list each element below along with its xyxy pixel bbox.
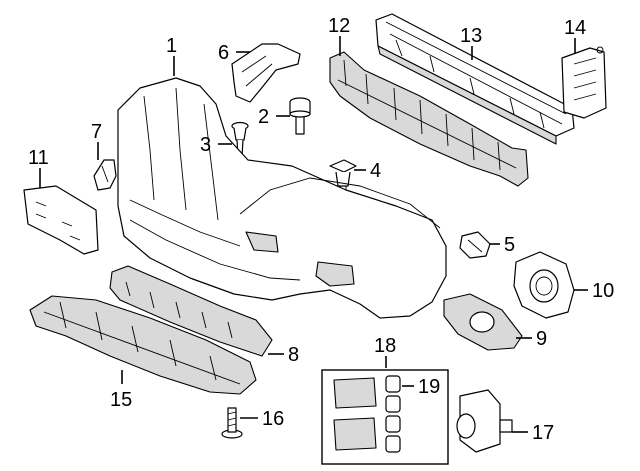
- callout-7: 7: [91, 121, 102, 143]
- callout-4: 4: [370, 160, 381, 182]
- callout-labels: 1 2 3 4 5 6 7 8 9 10 11 12 13 14 15 16 1…: [28, 15, 614, 444]
- part-15-under-cover[interactable]: [29, 295, 257, 395]
- part-18-kit-box[interactable]: [321, 369, 449, 465]
- leader-lines: [39, 36, 588, 433]
- part-13-reinforcement-bar[interactable]: [375, 13, 575, 145]
- callout-11: 11: [28, 147, 49, 169]
- part-6-side-bracket[interactable]: [231, 43, 301, 103]
- callout-9: 9: [536, 328, 547, 350]
- callout-13: 13: [460, 25, 482, 47]
- callout-2: 2: [258, 106, 269, 128]
- callout-15: 15: [110, 389, 132, 411]
- callout-10: 10: [592, 280, 614, 302]
- callout-6: 6: [218, 42, 229, 64]
- part-11-bracket[interactable]: [23, 185, 99, 255]
- callout-18: 18: [374, 335, 396, 357]
- callout-8: 8: [288, 344, 299, 366]
- part-17-parking-sensor[interactable]: [456, 389, 513, 453]
- callout-5: 5: [504, 234, 515, 256]
- part-16-screw[interactable]: [221, 407, 243, 439]
- callout-16: 16: [262, 408, 284, 430]
- part-14-bracket[interactable]: [561, 46, 607, 119]
- callout-3: 3: [200, 134, 211, 156]
- part-2-stud[interactable]: [289, 97, 311, 135]
- part-1-bumper-cover[interactable]: [117, 77, 447, 319]
- part-7-cover[interactable]: [93, 159, 117, 191]
- callout-12: 12: [328, 15, 350, 37]
- callout-1: 1: [166, 35, 177, 57]
- callout-14: 14: [564, 17, 586, 39]
- callout-19: 19: [418, 376, 440, 398]
- part-8-lower-absorber[interactable]: [109, 265, 273, 357]
- part-5-retainer[interactable]: [459, 231, 491, 259]
- part-9-fog-bezel[interactable]: [443, 293, 523, 351]
- part-10-fog-bracket[interactable]: [513, 251, 575, 319]
- callout-17: 17: [532, 422, 554, 444]
- part-12-energy-absorber[interactable]: [329, 51, 529, 187]
